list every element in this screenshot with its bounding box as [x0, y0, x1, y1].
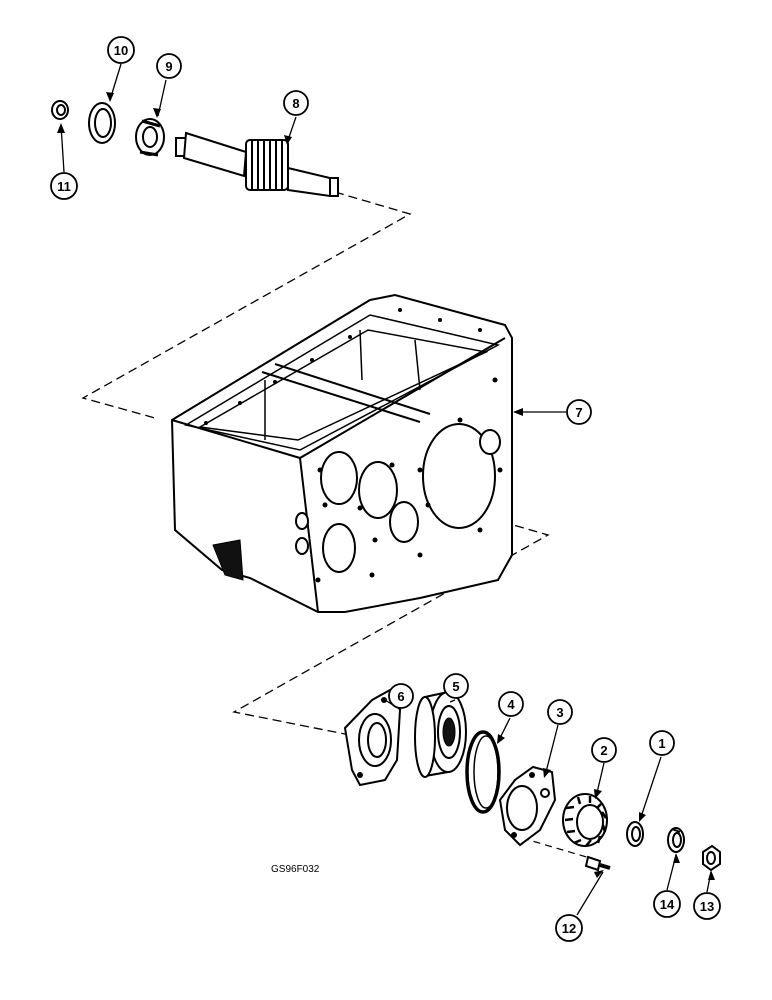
callout-10: 10 [107, 36, 135, 64]
bolt [584, 855, 611, 872]
leader-arrowheads [57, 92, 715, 880]
callout-label-7: 7 [575, 405, 582, 420]
callout-3: 3 [547, 699, 573, 725]
callout-label-8: 8 [292, 96, 299, 111]
nut [702, 844, 721, 872]
callout-1: 1 [649, 730, 675, 756]
coupling-gear [562, 793, 608, 847]
callout-4: 4 [498, 691, 524, 717]
small-cap [51, 100, 69, 120]
callout-label-3: 3 [556, 705, 563, 720]
callout-label-4: 4 [507, 697, 515, 712]
callout-label-10: 10 [114, 43, 128, 58]
callout-label-14: 14 [660, 897, 675, 912]
upper-bearing [135, 118, 165, 157]
callout-5: 5 [443, 673, 469, 699]
snap-ring [465, 730, 501, 814]
upper-ring [88, 102, 116, 144]
callout-label-11: 11 [57, 179, 71, 194]
callout-label-2: 2 [600, 743, 607, 758]
callout-label-6: 6 [397, 689, 404, 704]
pinion-shaft [175, 131, 339, 198]
callout-8: 8 [283, 90, 309, 116]
callout-label-13: 13 [700, 899, 714, 914]
lower-bearing [414, 690, 467, 778]
flange-plate [498, 765, 557, 847]
transmission-housing [170, 293, 513, 613]
callout-6: 6 [388, 683, 414, 709]
callout-11: 11 [50, 172, 78, 200]
callout-label-5: 5 [452, 679, 459, 694]
callout-7: 7 [566, 399, 592, 425]
callout-label-9: 9 [165, 59, 172, 74]
spacer-washer [626, 821, 644, 847]
callout-label-1: 1 [658, 736, 665, 751]
callout-9: 9 [156, 53, 182, 79]
callout-13: 13 [693, 892, 721, 920]
callout-12: 12 [555, 914, 583, 942]
lock-washer [667, 827, 685, 853]
callout-2: 2 [591, 737, 617, 763]
retainer-plate [343, 688, 402, 787]
callout-14: 14 [653, 890, 681, 918]
figure-reference: GS96F032 [271, 864, 320, 875]
callout-label-12: 12 [562, 921, 576, 936]
